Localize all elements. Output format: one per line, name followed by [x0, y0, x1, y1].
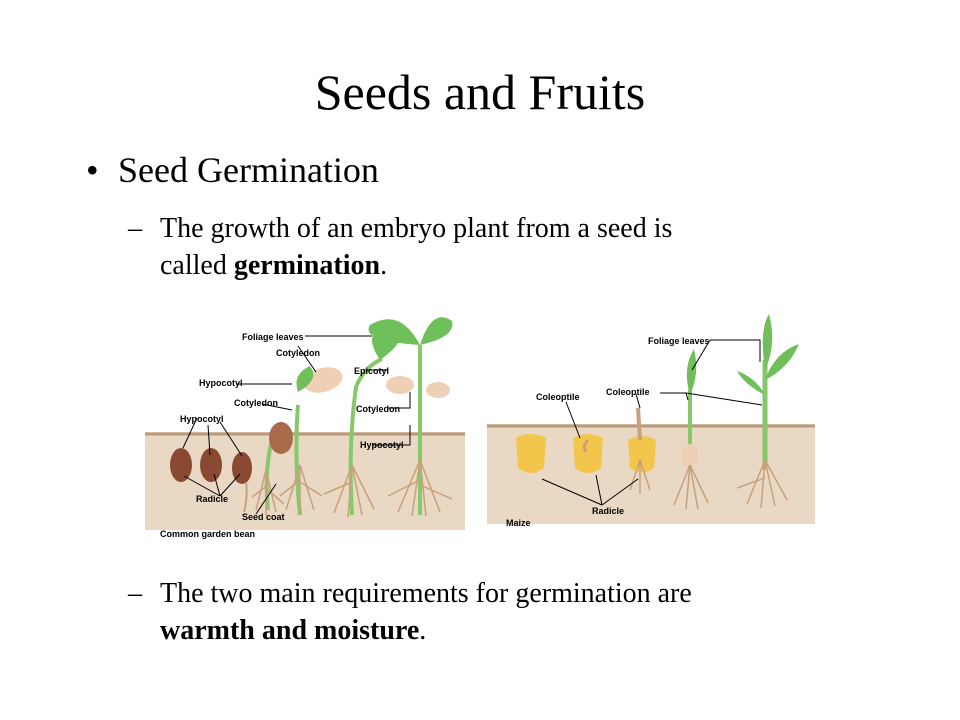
maize-leaf-5b [765, 344, 799, 380]
bean-label-cotyledon-right: Cotyledon [356, 404, 400, 414]
bean-leaf-7a [368, 319, 420, 345]
bean-stem-5 [294, 404, 302, 516]
maize-roots-4 [673, 464, 709, 510]
bean-cotyledon-7b [426, 382, 450, 398]
bean-label-cotyledon-mid: Cotyledon [234, 398, 278, 408]
maize-kernel-2 [573, 434, 603, 473]
bean-caption: Common garden bean [160, 529, 255, 539]
maize-leaf-4 [686, 349, 697, 395]
maize-label-foliage-leaves: Foliage leaves [648, 336, 710, 346]
sub1-line2-post: . [380, 250, 388, 281]
maize-roots-5 [736, 459, 788, 509]
term-warmth-moisture: warmth and moisture [160, 615, 420, 646]
maize-label-coleoptile-2: Coleoptile [606, 387, 650, 397]
bullet-text: Seed Germination [118, 150, 379, 190]
term-germination: germination [233, 250, 381, 281]
maize-kernel-3 [628, 436, 656, 473]
bean-label-seed-coat: Seed coat [242, 512, 285, 522]
sub1-line1: The growth of an embryo plant from a see… [160, 213, 673, 244]
maize-caption: Maize [506, 518, 531, 528]
maize-roots-3 [629, 459, 651, 494]
bean-roots-6 [323, 464, 375, 518]
bean-radicle-3 [243, 481, 248, 513]
bean-leaf-7b [420, 317, 453, 345]
bean-label-radicle: Radicle [196, 494, 228, 504]
bean-leader-lines [182, 335, 411, 515]
bean-seed-3 [232, 452, 252, 484]
maize-crown-4 [682, 444, 698, 466]
bean-label-foliage-leaves: Foliage leaves [242, 332, 304, 342]
bean-label-cotyledon-top: Cotyledon [276, 348, 320, 358]
bean-roots-5 [279, 464, 323, 515]
sub2-line2-post: . [419, 615, 427, 646]
bean-panel: Foliage leaves Cotyledon Epicotyl Hypoco… [145, 317, 465, 539]
maize-coleoptile-2 [582, 438, 590, 453]
sub-dash: – [128, 578, 142, 609]
bean-roots-7 [387, 459, 453, 517]
bean-label-epicotyl: Epicotyl [354, 366, 389, 376]
maize-shoot-3 [636, 407, 642, 441]
bean-seed-2 [200, 448, 222, 482]
maize-label-radicle: Radicle [592, 506, 624, 516]
bean-label-hypocotyl-right: Hypocotyl [360, 440, 404, 450]
bean-label-hypocotyl-1: Hypocotyl [199, 378, 243, 388]
sub-point-requirements: – The two main requirements for germinat… [128, 575, 888, 649]
bean-leaf-5 [296, 366, 314, 392]
bean-seed-coat-piece [269, 422, 293, 454]
slide-title: Seeds and Fruits [314, 64, 646, 120]
maize-kernel-1 [516, 434, 546, 473]
bean-label-hypocotyl-2: Hypocotyl [180, 414, 224, 424]
bean-cotyledon-5 [303, 367, 343, 393]
sub1-line2-pre: called [160, 250, 234, 281]
maize-panel: Foliage leaves Coleoptile Coleoptile Rad… [487, 314, 815, 528]
maize-leader-lines [541, 339, 763, 506]
bullet-seed-germination: • Seed Germination [86, 150, 379, 190]
bean-seed-1 [170, 448, 192, 482]
maize-label-coleoptile-1: Coleoptile [536, 392, 580, 402]
sub2-line1: The two main requirements for germinatio… [160, 578, 692, 609]
maize-leaf-5a [762, 314, 773, 370]
sub-point-definition: – The growth of an embryo plant from a s… [128, 210, 888, 284]
bullet-marker: • [86, 150, 99, 190]
maize-leaf-5c [737, 371, 765, 395]
bean-cotyledon-7a [386, 376, 414, 394]
sub-dash: – [128, 213, 142, 244]
